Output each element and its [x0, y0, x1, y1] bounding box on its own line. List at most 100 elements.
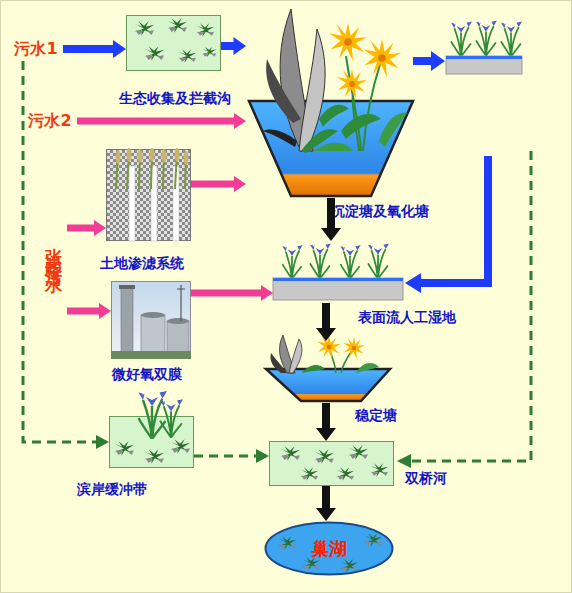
infiltration-box: 土地渗滤系统	[106, 149, 191, 241]
infiltration-picture	[150, 148, 155, 162]
plant-building-picture	[141, 315, 165, 355]
pond-plants	[329, 347, 353, 373]
pond-shape	[249, 101, 413, 196]
river-plants	[348, 445, 368, 460]
buffer-plants	[170, 439, 190, 454]
infiltration-picture	[116, 148, 189, 165]
wetland-picture	[446, 56, 522, 59]
lake-plants	[364, 533, 382, 546]
lake-ellipse: 巢湖	[264, 521, 394, 576]
wetland-picture	[501, 19, 522, 56]
plant-building-picture	[167, 318, 189, 324]
infiltration-picture	[173, 166, 179, 241]
node-label: 表面流人工湿地	[358, 309, 456, 325]
block-arrow	[191, 285, 273, 301]
block-arrow	[77, 113, 246, 129]
pond-plants	[301, 365, 325, 373]
pond-plants	[289, 339, 302, 373]
block-arrow	[316, 303, 336, 341]
node-label: 沉淀塘及氧化塘	[331, 203, 429, 219]
node-label: 土地渗滤系统	[100, 255, 184, 271]
block-arrow	[67, 303, 111, 319]
flow-arrow	[413, 51, 445, 71]
wetland-picture	[341, 243, 361, 279]
source-label: 张岗桥污水3	[43, 187, 67, 342]
lake-plants	[302, 557, 320, 570]
flow-arrow	[221, 37, 246, 55]
pond-plants	[263, 129, 297, 147]
flow-arrow	[191, 285, 273, 301]
wetland-picture	[476, 18, 497, 55]
flow-arrow	[191, 176, 246, 192]
infiltration-picture	[127, 148, 132, 162]
plant-building-picture	[121, 287, 133, 353]
infiltration-picture	[116, 148, 189, 241]
wetland-picture	[446, 56, 522, 74]
infiltration-picture	[116, 151, 186, 189]
pond-plants	[313, 143, 353, 151]
river-plants	[314, 449, 334, 464]
pond-plants	[317, 335, 341, 359]
ditch-plants	[202, 47, 217, 58]
block-arrow	[316, 403, 336, 441]
dashed-line	[194, 455, 256, 458]
buffer-box: 滨岸缓冲带	[109, 416, 194, 468]
block-arrow	[191, 176, 246, 192]
wetland-picture	[368, 241, 389, 278]
ditch-plants	[144, 46, 164, 61]
pond-plants	[341, 114, 381, 139]
pond-plants	[356, 363, 379, 373]
infiltration-picture	[116, 150, 121, 164]
node-label: 微好氧双膜	[112, 366, 182, 382]
flow-arrow	[405, 156, 492, 293]
wetland-picture	[273, 278, 403, 281]
dashed-flow	[397, 151, 531, 468]
ditch-box: 生态收集及拦截沟	[126, 15, 221, 71]
infiltration-picture	[184, 151, 189, 165]
pond-plants	[343, 337, 365, 359]
lake-plants	[278, 536, 296, 549]
source-label: 污水2	[23, 109, 77, 133]
lake-plants	[340, 559, 358, 572]
plant-building-picture	[141, 312, 165, 318]
flow-arrow	[316, 486, 336, 521]
pond-plants	[301, 129, 338, 153]
river-plants	[370, 463, 388, 476]
node-label: 污水2	[23, 109, 77, 133]
wetland-picture	[446, 18, 522, 74]
plant-building-picture	[167, 321, 189, 355]
arrow-head	[96, 435, 109, 449]
flow-arrow	[316, 403, 336, 441]
plant-building-picture	[119, 285, 135, 289]
wetland-picture	[273, 241, 403, 300]
plant-box: 微好氧双膜	[111, 281, 191, 359]
pond-plants	[263, 9, 407, 153]
block-arrow	[221, 37, 246, 55]
pond-shape	[246, 6, 416, 198]
buffer-plants	[114, 441, 134, 456]
wetland-picture	[451, 19, 472, 56]
ditch-plants	[178, 49, 196, 62]
buffer-plants	[160, 397, 183, 438]
block-arrow	[316, 486, 336, 521]
node-label: 污水1	[9, 37, 63, 61]
buffer-plants	[144, 449, 164, 464]
flow-arrow	[316, 303, 336, 341]
pond-shape	[266, 369, 390, 401]
river-plants	[336, 467, 354, 480]
pond-plants	[337, 69, 367, 99]
node-label: 张岗桥污水3	[43, 187, 67, 342]
wetland-picture	[283, 243, 303, 279]
ditch-plants	[167, 18, 187, 33]
block-arrow	[67, 220, 106, 236]
pond-plants	[379, 113, 407, 147]
river-plants	[300, 467, 318, 480]
wetland-picture	[273, 278, 403, 300]
flow-arrow	[63, 40, 126, 58]
wetland-node: 表面流人工湿地	[273, 241, 403, 303]
flow-arrow	[321, 198, 341, 241]
node-label: 巢湖	[264, 521, 394, 576]
